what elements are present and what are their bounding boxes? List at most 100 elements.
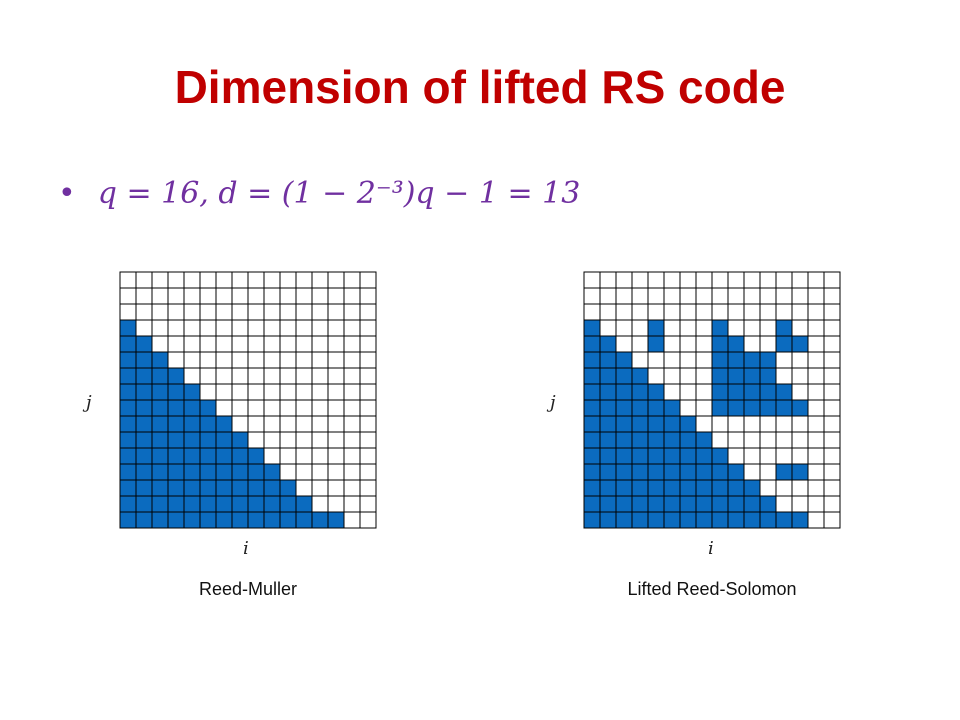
grid-cell-filled (631, 383, 649, 401)
grid-cell-empty (167, 271, 185, 289)
grid-cell-empty (775, 351, 793, 369)
grid-cell-filled (647, 431, 665, 449)
grid-cell-filled (151, 431, 169, 449)
reed-muller-grid (119, 271, 377, 529)
grid-cell-filled (599, 415, 617, 433)
grid-cell-filled (583, 367, 601, 385)
grid-cell-empty (215, 319, 233, 337)
grid-cell-empty (311, 319, 329, 337)
grid-cell-filled (711, 511, 729, 529)
grid-cell-empty (663, 271, 681, 289)
grid-cell-empty (247, 335, 265, 353)
reed-muller-i-label: i (243, 538, 249, 559)
grid-cell-empty (279, 399, 297, 417)
grid-cell-empty (807, 319, 825, 337)
grid-cell-empty (775, 447, 793, 465)
grid-cell-empty (327, 303, 345, 321)
grid-cell-empty (151, 287, 169, 305)
grid-cell-filled (599, 463, 617, 481)
grid-cell-empty (807, 495, 825, 513)
grid-cell-filled (583, 479, 601, 497)
grid-cell-filled (631, 367, 649, 385)
grid-cell-filled (135, 399, 153, 417)
grid-cell-empty (663, 383, 681, 401)
grid-cell-empty (823, 367, 841, 385)
bullet-point: •q = 16, d = (1 − 2⁻³)q − 1 = 13 (58, 176, 580, 211)
grid-cell-empty (359, 415, 377, 433)
grid-cell-filled (679, 463, 697, 481)
grid-cell-filled (615, 479, 633, 497)
grid-cell-empty (695, 351, 713, 369)
grid-cell-filled (743, 511, 761, 529)
grid-cell-filled (759, 351, 777, 369)
grid-cell-filled (199, 463, 217, 481)
grid-cell-empty (343, 511, 361, 529)
grid-cell-empty (295, 383, 313, 401)
grid-cell-empty (727, 431, 745, 449)
grid-cell-filled (119, 399, 137, 417)
grid-cell-empty (343, 271, 361, 289)
grid-cell-empty (759, 447, 777, 465)
grid-cell-empty (759, 271, 777, 289)
grid-cell-filled (215, 447, 233, 465)
grid-cell-filled (199, 511, 217, 529)
grid-cell-empty (823, 463, 841, 481)
grid-cell-empty (215, 271, 233, 289)
grid-cell-filled (199, 399, 217, 417)
grid-cell-filled (615, 367, 633, 385)
grid-cell-empty (727, 287, 745, 305)
grid-cell-empty (343, 351, 361, 369)
grid-cell-empty (311, 351, 329, 369)
grid-cell-filled (695, 431, 713, 449)
grid-cell-filled (135, 495, 153, 513)
grid-cell-filled (151, 383, 169, 401)
grid-cell-filled (631, 495, 649, 513)
grid-cell-empty (327, 319, 345, 337)
grid-cell-filled (647, 415, 665, 433)
grid-cell-empty (359, 447, 377, 465)
grid-cell-filled (263, 495, 281, 513)
grid-cell-filled (775, 319, 793, 337)
grid-cell-empty (263, 319, 281, 337)
grid-cell-filled (727, 367, 745, 385)
grid-cell-empty (199, 271, 217, 289)
grid-cell-empty (327, 335, 345, 353)
grid-cell-filled (247, 511, 265, 529)
grid-cell-empty (279, 431, 297, 449)
grid-cell-empty (343, 383, 361, 401)
grid-cell-empty (615, 303, 633, 321)
grid-cell-empty (791, 271, 809, 289)
grid-cell-empty (263, 447, 281, 465)
grid-cell-filled (759, 495, 777, 513)
lifted-rs-j-label: j (550, 392, 556, 413)
grid-cell-empty (135, 271, 153, 289)
grid-cell-filled (295, 495, 313, 513)
grid-cell-filled (183, 447, 201, 465)
grid-cell-filled (119, 383, 137, 401)
grid-cell-empty (759, 415, 777, 433)
grid-cell-filled (775, 335, 793, 353)
grid-cell-filled (759, 367, 777, 385)
grid-cell-filled (599, 351, 617, 369)
grid-cell-empty (679, 383, 697, 401)
grid-cell-empty (263, 351, 281, 369)
grid-cell-filled (295, 511, 313, 529)
grid-cell-empty (359, 271, 377, 289)
grid-cell-empty (743, 447, 761, 465)
grid-cell-filled (135, 431, 153, 449)
grid-cell-filled (615, 351, 633, 369)
grid-cell-empty (327, 399, 345, 417)
grid-cell-filled (167, 415, 185, 433)
grid-cell-empty (663, 351, 681, 369)
grid-cell-filled (119, 463, 137, 481)
bullet-formula: q = 16, d = (1 − 2⁻³)q − 1 = 13 (97, 176, 581, 211)
grid-cell-empty (615, 319, 633, 337)
grid-cell-empty (183, 303, 201, 321)
grid-cell-empty (727, 447, 745, 465)
grid-cell-filled (647, 335, 665, 353)
grid-cell-filled (167, 367, 185, 385)
grid-cell-filled (167, 479, 185, 497)
grid-cell-empty (679, 319, 697, 337)
grid-cell-filled (119, 351, 137, 369)
grid-cell-filled (727, 479, 745, 497)
